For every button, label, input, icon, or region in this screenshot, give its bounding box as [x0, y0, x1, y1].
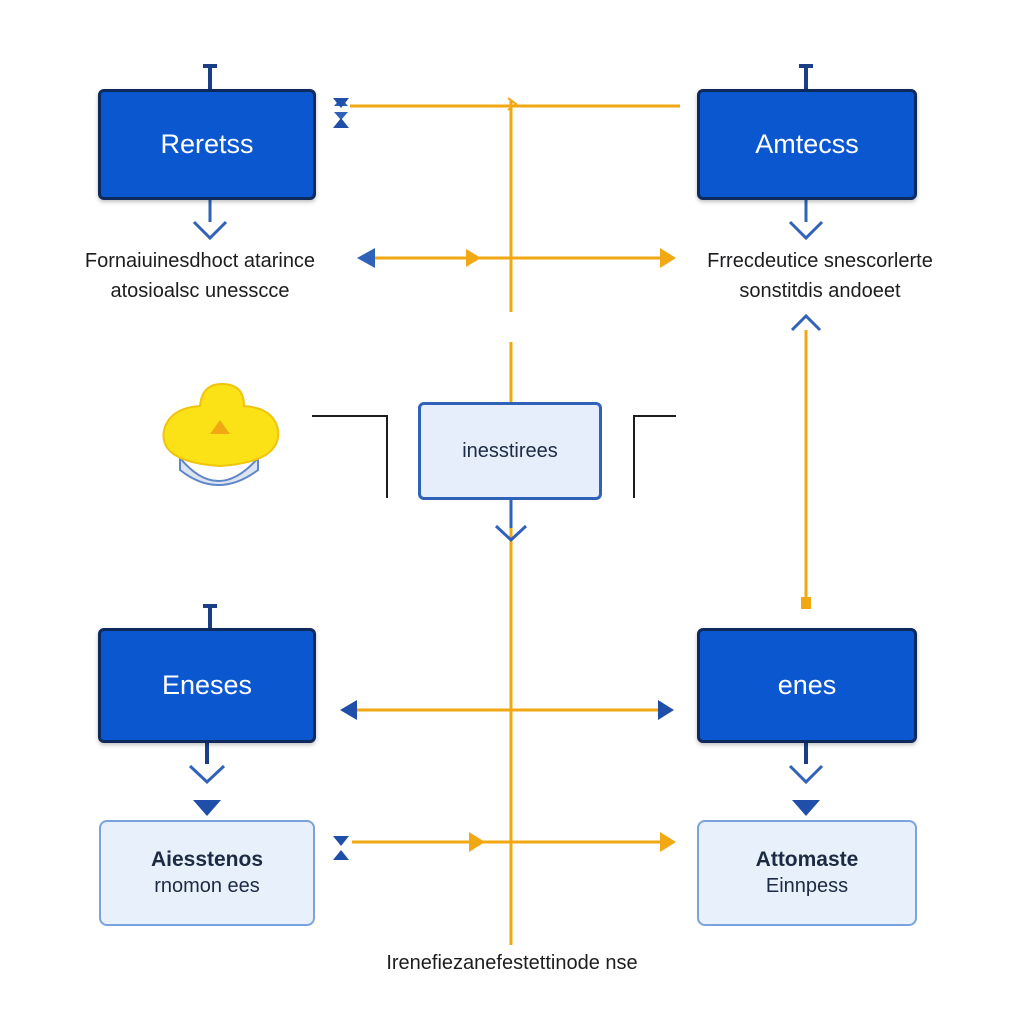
label-left: Fornaiuinesdhoct atarince atosioalsc une… [50, 246, 350, 306]
chevron-down-icon [192, 220, 228, 241]
arrow-right-icon [660, 248, 676, 268]
output-subtitle: rnomon ees [154, 875, 260, 897]
node-bottom-right[interactable]: enes [697, 628, 917, 743]
node-label: enes [777, 670, 837, 700]
node-top-left[interactable]: Reretss [98, 89, 316, 200]
triangle-down-icon [792, 800, 820, 816]
chevron-up-icon [790, 313, 822, 332]
label-right-line1: Frrecdeutice snescorlerte [707, 250, 933, 272]
arrow-left-icon [357, 248, 375, 268]
arrow-right-icon [658, 700, 674, 720]
label-left-line2: atosioalsc unesscce [110, 280, 290, 302]
output-title: Attomaste [755, 848, 859, 871]
chevron-down-icon [494, 524, 528, 543]
label-right-line2: sonstitdis andoeet [739, 280, 901, 302]
triangle-down-icon [193, 800, 221, 816]
node-bottom-left[interactable]: Eneses [98, 628, 316, 743]
node-label: Amtecss [755, 129, 859, 159]
arrow-left-icon [340, 700, 357, 720]
output-subtitle: Einnpess [765, 875, 849, 897]
hourglass-icon-lower [334, 112, 348, 120]
node-label: Reretss [160, 129, 254, 159]
arrow-right-icon [660, 832, 676, 852]
label-left-line1: Fornaiuinesdhoct atarince [84, 250, 316, 272]
chevron-down-icon [788, 220, 824, 241]
arrow-mid-icon [466, 249, 481, 267]
node-center[interactable]: inesstirees [418, 402, 602, 500]
node-label: Eneses [161, 670, 253, 700]
yellow-hat-icon [162, 382, 280, 486]
node-top-right[interactable]: Amtecss [697, 89, 917, 200]
node-label: inesstirees [462, 439, 558, 462]
left-bracket [312, 415, 388, 498]
output-title: Aiesstenos [150, 848, 264, 871]
arrow-mid-icon [469, 832, 485, 852]
chevron-down-icon [788, 764, 824, 785]
label-right: Frrecdeutice snescorlerte sonstitdis and… [670, 246, 970, 306]
output-bottom-left[interactable]: Aiesstenos rnomon ees [99, 820, 315, 926]
output-bottom-right[interactable]: Attomaste Einnpess [697, 820, 917, 926]
chevron-down-icon [188, 764, 226, 785]
footer-caption: Irenefiezanefestettinode nse [386, 952, 638, 974]
right-bracket [633, 415, 676, 498]
